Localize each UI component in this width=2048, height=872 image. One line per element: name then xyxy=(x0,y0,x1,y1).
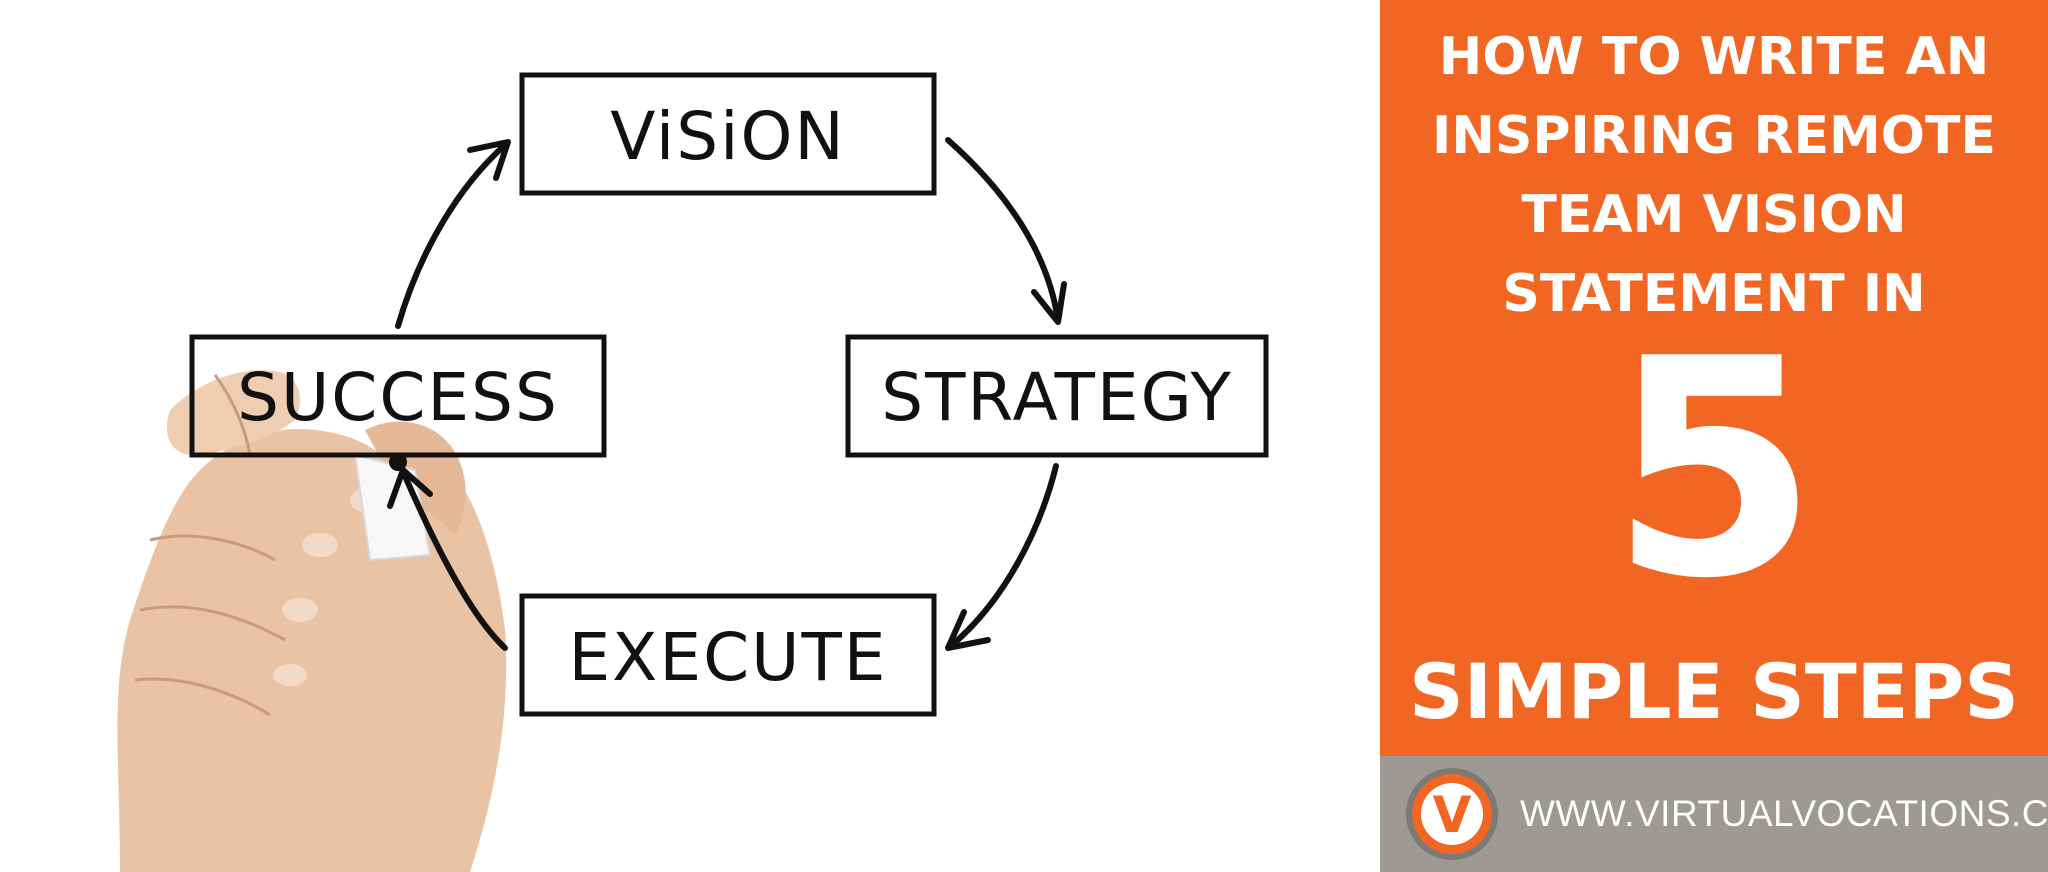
box-vision-label: ViSiON xyxy=(610,98,846,175)
virtual-vocations-logo-icon: V xyxy=(1406,768,1498,860)
vision-cycle-diagram: ViSiON STRATEGY EXECUTE SUCCESS xyxy=(117,72,1269,872)
box-execute: EXECUTE xyxy=(519,593,937,717)
headline-line: STATEMENT IN xyxy=(1502,264,1926,324)
box-strategy-label: STRATEGY xyxy=(881,359,1233,436)
headline-line: TEAM VISION xyxy=(1521,185,1907,245)
arrow-success-to-vision xyxy=(395,139,511,329)
illustration-area: ViSiON STRATEGY EXECUTE SUCCESS xyxy=(117,72,1269,872)
arrow-vision-to-strategy xyxy=(945,137,1067,325)
box-vision: ViSiON xyxy=(519,72,937,196)
headline-line: INSPIRING REMOTE xyxy=(1432,106,1996,166)
website-url[interactable]: WWW.VIRTUALVOCATIONS.COM xyxy=(1520,793,2048,834)
box-success-label: SUCCESS xyxy=(237,359,559,436)
arrow-strategy-to-execute xyxy=(945,463,1059,651)
step-count-number: 5 xyxy=(1609,295,1819,644)
box-strategy: STRATEGY xyxy=(845,334,1269,458)
headline: HOW TO WRITE AN INSPIRING REMOTE TEAM VI… xyxy=(1380,18,2048,334)
arrow-execute-to-success xyxy=(387,467,508,651)
box-success: SUCCESS xyxy=(189,334,607,458)
subtitle: SIMPLE STEPS xyxy=(1408,647,2020,736)
hand-illustration xyxy=(117,370,507,872)
headline-line: HOW TO WRITE AN xyxy=(1438,27,1990,87)
box-execute-label: EXECUTE xyxy=(568,619,887,696)
title-panel: HOW TO WRITE AN INSPIRING REMOTE TEAM VI… xyxy=(1380,0,2048,756)
logo-letter: V xyxy=(1433,786,1472,844)
footer-bar: V WWW.VIRTUALVOCATIONS.COM xyxy=(1380,756,2048,872)
